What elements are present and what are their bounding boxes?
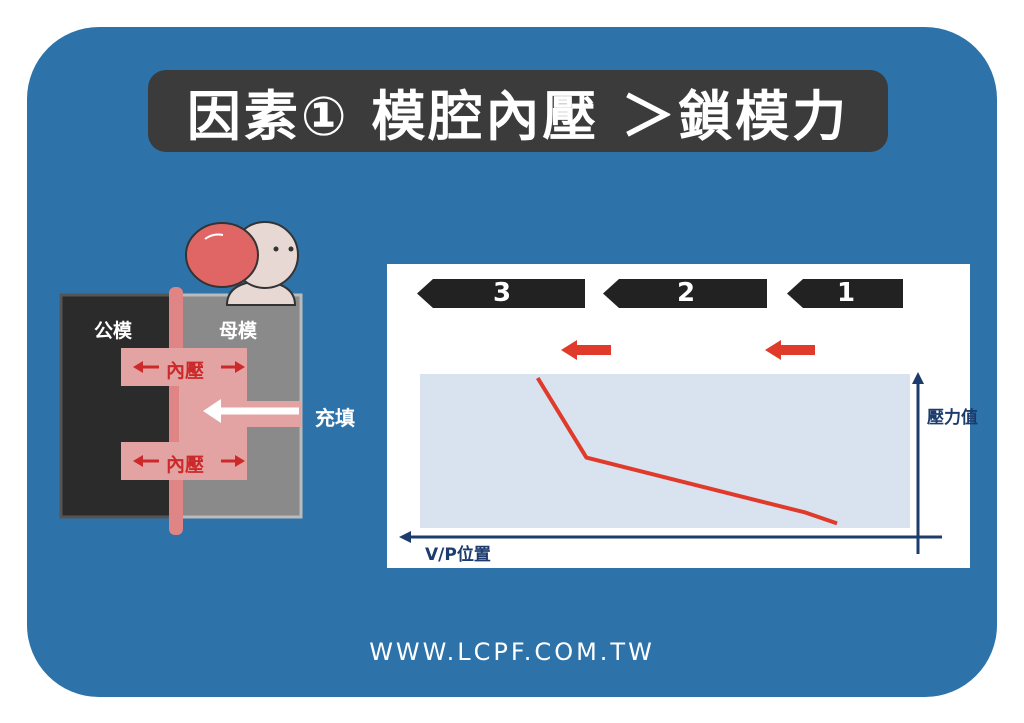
fixed-half-label: 公模 — [94, 320, 133, 342]
stage-bar-2 — [603, 279, 767, 308]
pressure-arrows-bottom — [133, 455, 245, 467]
moving-half-label: 母模 — [219, 320, 258, 342]
page-title: 因素① 模腔內壓 ＞鎖模力 — [186, 84, 850, 148]
character-figure — [185, 221, 299, 306]
plot-area — [420, 374, 910, 528]
stage-arrow-1 — [561, 340, 611, 360]
stage-label-1: 1 — [837, 278, 856, 308]
stage-bar-1 — [787, 279, 903, 308]
website-footer: WWW.LCPF.COM.TW — [369, 638, 655, 666]
y-axis-label: 壓力值 — [927, 408, 978, 428]
fill-arrow — [203, 399, 299, 423]
pressure-chart — [399, 279, 942, 554]
x-axis-arrowhead — [399, 531, 411, 543]
stage-label-3: 3 — [493, 278, 512, 308]
stage-label-2: 2 — [677, 278, 696, 308]
stage-arrow-2 — [765, 340, 815, 360]
stage-bar-3 — [417, 279, 585, 308]
x-axis-label: V/P位置 — [425, 545, 491, 565]
pressure-arrows-top — [133, 361, 245, 373]
chart-panel: 3 2 1 V/P位置 壓力值 — [387, 264, 978, 568]
y-axis-arrowhead — [912, 372, 924, 384]
fill-label: 充填 — [315, 406, 355, 430]
pressure-label-bottom: 內壓 — [166, 454, 205, 476]
mold-illustration — [59, 221, 303, 535]
pressure-series-line — [535, 376, 838, 526]
title-banner: 因素① 模腔內壓 ＞鎖模力 — [148, 70, 888, 152]
pressure-label-top: 內壓 — [166, 360, 205, 382]
